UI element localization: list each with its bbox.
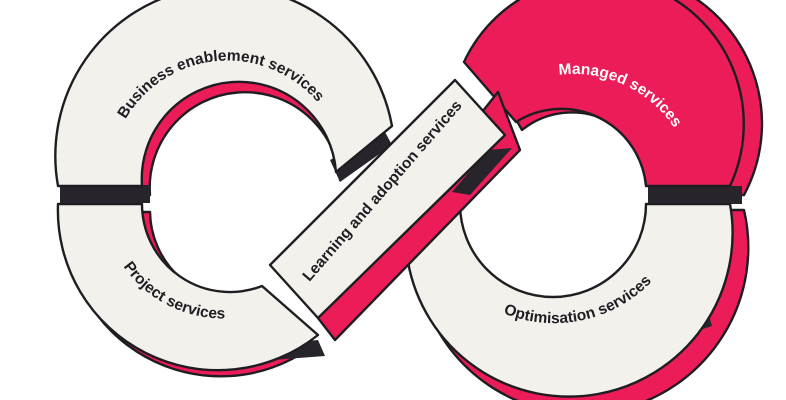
managed-dark-edge bbox=[648, 186, 742, 204]
business-enablement-segment[interactable] bbox=[54, 0, 394, 188]
center-dark-edge bbox=[330, 132, 392, 182]
managed-services-segment[interactable] bbox=[462, 0, 745, 188]
business-dark-edge bbox=[60, 185, 150, 203]
learning-dark-edge bbox=[452, 148, 512, 195]
learning-adoption-segment[interactable] bbox=[268, 78, 507, 320]
optimisation-services-segment[interactable] bbox=[406, 202, 734, 398]
project-services-segment[interactable] bbox=[56, 202, 320, 372]
